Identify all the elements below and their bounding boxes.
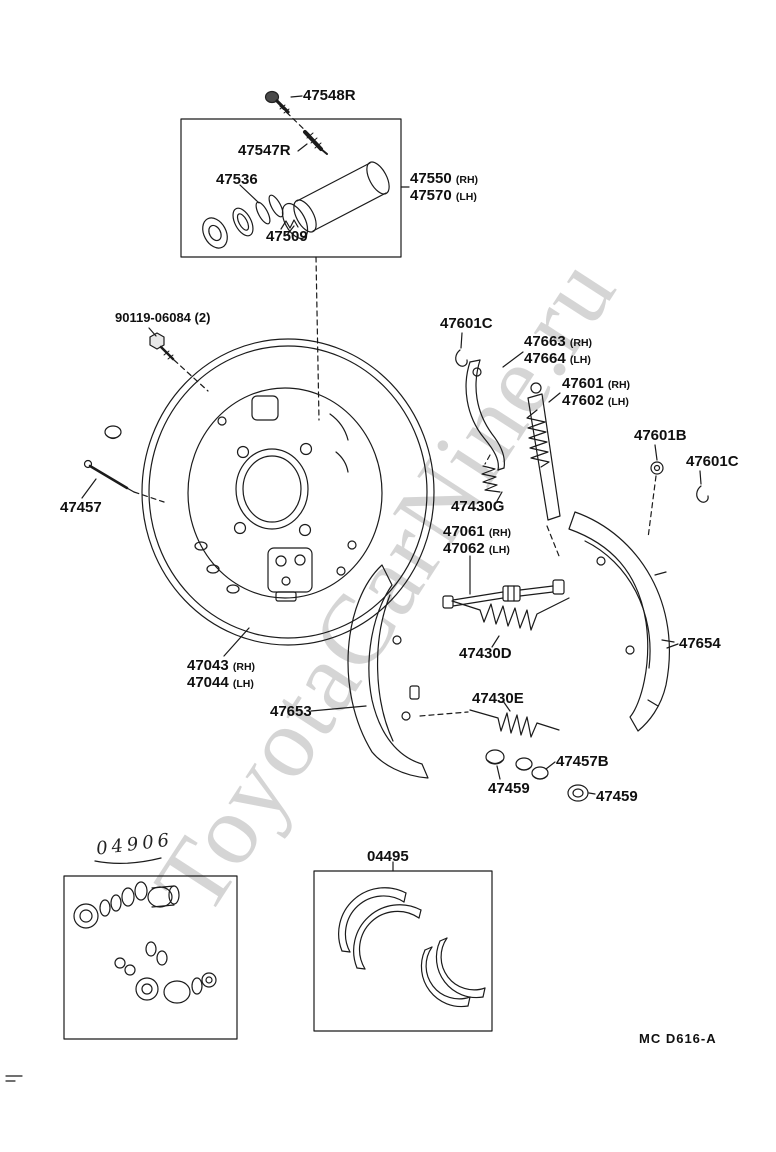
side-label: (LH): [569, 354, 591, 366]
callout-47457b: 47457B: [556, 754, 609, 770]
part-number: 47062: [443, 540, 485, 557]
adjuster-47061-drawing: [442, 555, 565, 609]
side-label: (RH): [455, 174, 479, 186]
callout-04495: 04495: [367, 849, 409, 865]
callout-47601c-right: 47601C: [686, 454, 739, 470]
part-number: 47601B: [634, 427, 687, 444]
bolt-47548r-drawing: [264, 90, 313, 138]
callout-47601-47602: 47601 (RH) 47602 (LH): [562, 376, 630, 410]
part-number: 47663: [524, 333, 566, 350]
part-number: 47457: [60, 499, 102, 516]
part-number: 04495: [367, 848, 409, 865]
side-label: (LH): [455, 191, 477, 203]
part-number: 47043: [187, 657, 229, 674]
part-number: 47044: [187, 674, 229, 691]
part-number: 47457B: [556, 753, 609, 770]
callout-47548r: 47548R: [303, 88, 356, 104]
brake-shoe-47653-drawing: [310, 564, 429, 779]
strut-47601-drawing: [526, 382, 561, 557]
clip-47601c-top-drawing: [455, 332, 468, 367]
callout-47536: 47536: [216, 172, 258, 188]
bolt-90119-drawing: [148, 327, 209, 392]
callout-47430d: 47430D: [459, 646, 512, 662]
part-number: 47430D: [459, 645, 512, 662]
doc-code: MC D616-A: [639, 1031, 717, 1046]
brake-shoe-47654-drawing: [568, 511, 679, 732]
callout-47509: 47509: [266, 229, 308, 245]
backing-plate-drawing: [141, 338, 435, 657]
kit-box-04906-drawing: [63, 857, 238, 1040]
pin-47457-drawing: [81, 425, 165, 503]
part-number: 90119-06084 (2): [115, 310, 211, 325]
spring-47430g-drawing: [481, 454, 503, 502]
callout-47663-47664: 47663 (RH) 47664 (LH): [524, 334, 592, 368]
part-number: 47664: [524, 350, 566, 367]
parking-lever-drawing: [465, 351, 524, 471]
part-number: 47654: [679, 635, 721, 652]
kit-box-04495-drawing: [313, 861, 493, 1032]
side-label: (RH): [488, 527, 512, 539]
callout-47459-left: 47459: [488, 781, 530, 797]
part-number: 47602: [562, 392, 604, 409]
callout-47547r: 47547R: [238, 143, 291, 159]
part-number: 47061: [443, 523, 485, 540]
callout-47043-47044: 47043 (RH) 47044 (LH): [187, 658, 255, 692]
side-label: (RH): [232, 661, 256, 673]
part-number: 47459: [488, 780, 530, 797]
callout-47550-47570: 47550 (RH) 47570 (LH): [410, 171, 478, 205]
figure-code: MC D616-A: [639, 1031, 717, 1046]
part-number: 47653: [270, 703, 312, 720]
side-label: (RH): [569, 337, 593, 349]
cup-47459-left-drawing: [485, 749, 505, 780]
callout-47601b: 47601B: [634, 428, 687, 444]
callout-47601c-top: 47601C: [440, 316, 493, 332]
callout-47430g: 47430G: [451, 499, 504, 515]
spring-47430e-drawing: [419, 700, 560, 738]
part-number: 47550: [410, 170, 452, 187]
washer-47601b-drawing: [647, 444, 664, 539]
page-corner-mark: [5, 1075, 23, 1082]
callout-47653: 47653: [270, 704, 312, 720]
part-number: 47547R: [238, 142, 291, 159]
wheel-cylinder-box-drawing: [180, 118, 410, 421]
part-number: 47601: [562, 375, 604, 392]
part-number: 47601C: [440, 315, 493, 332]
callout-90119: 90119-06084 (2): [115, 310, 210, 326]
part-number: 47570: [410, 187, 452, 204]
part-number: 47430G: [451, 498, 505, 515]
clip-47601c-right-drawing: [696, 470, 709, 503]
part-number: 47430E: [472, 690, 524, 707]
side-label: (LH): [232, 678, 254, 690]
callout-47459-right: 47459: [596, 789, 638, 805]
side-label: (RH): [607, 379, 631, 391]
part-number: 47509: [266, 228, 308, 245]
callout-47430e: 47430E: [472, 691, 524, 707]
callout-47457: 47457: [60, 500, 102, 516]
ring-47459-right-drawing: [567, 784, 596, 802]
part-number: 47459: [596, 788, 638, 805]
cups-47457b-drawing: [515, 757, 556, 780]
side-label: (LH): [488, 544, 510, 556]
part-number: 47601C: [686, 453, 739, 470]
spring-47430d-drawing: [451, 597, 570, 648]
part-number: 47548R: [303, 87, 356, 104]
part-number: 47536: [216, 171, 258, 188]
callout-47654: 47654: [679, 636, 721, 652]
callout-47061-47062: 47061 (RH) 47062 (LH): [443, 524, 511, 558]
side-label: (LH): [607, 396, 629, 408]
